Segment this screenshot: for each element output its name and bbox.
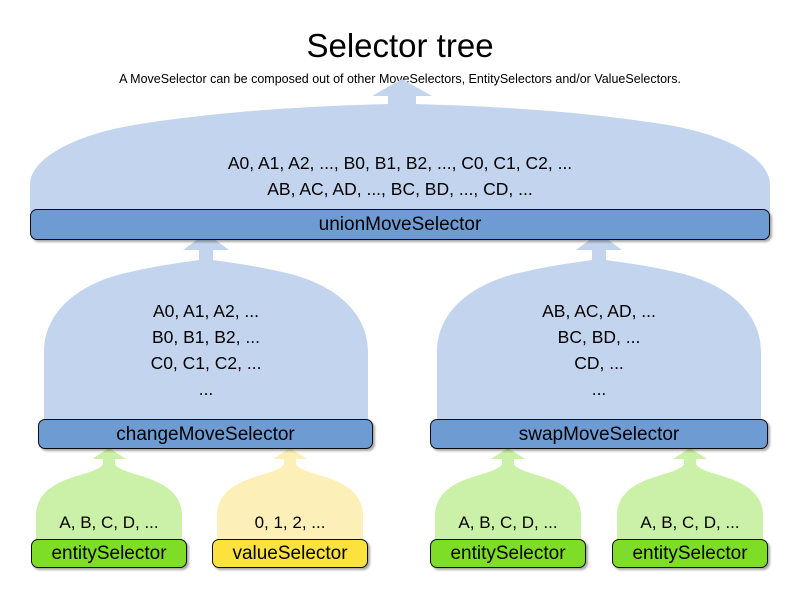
node-label: entitySelector	[450, 543, 566, 564]
change-value-cloud-shape	[217, 448, 363, 544]
node-swap-move-selector[interactable]: swapMoveSelector	[430, 419, 768, 449]
swap-entity-right-cloud-shape	[617, 448, 763, 544]
node-label: entitySelector	[51, 543, 167, 564]
node-change-entity-selector[interactable]: entitySelector	[31, 539, 187, 568]
change-entity-cloud-shape	[36, 448, 182, 544]
node-union-move-selector[interactable]: unionMoveSelector	[30, 209, 770, 240]
union-cloud-shape	[30, 79, 770, 212]
page-subtitle: A MoveSelector can be composed out of ot…	[119, 72, 681, 86]
page-title: Selector tree	[306, 27, 494, 64]
node-swap-entity-selector-left[interactable]: entitySelector	[430, 539, 586, 568]
node-swap-entity-selector-right[interactable]: entitySelector	[612, 539, 768, 568]
swap-cloud-shape	[437, 233, 761, 424]
node-label: unionMoveSelector	[318, 214, 482, 235]
change-cloud-shape	[44, 233, 368, 424]
node-label: valueSelector	[232, 543, 348, 564]
node-label: entitySelector	[632, 543, 748, 564]
node-change-move-selector[interactable]: changeMoveSelector	[38, 419, 373, 449]
node-label: swapMoveSelector	[518, 423, 680, 445]
diagram-header: Selector tree A MoveSelector can be comp…	[0, 26, 800, 88]
swap-entity-left-cloud-shape	[435, 448, 581, 544]
node-label: changeMoveSelector	[116, 423, 295, 445]
node-change-value-selector[interactable]: valueSelector	[212, 539, 368, 568]
